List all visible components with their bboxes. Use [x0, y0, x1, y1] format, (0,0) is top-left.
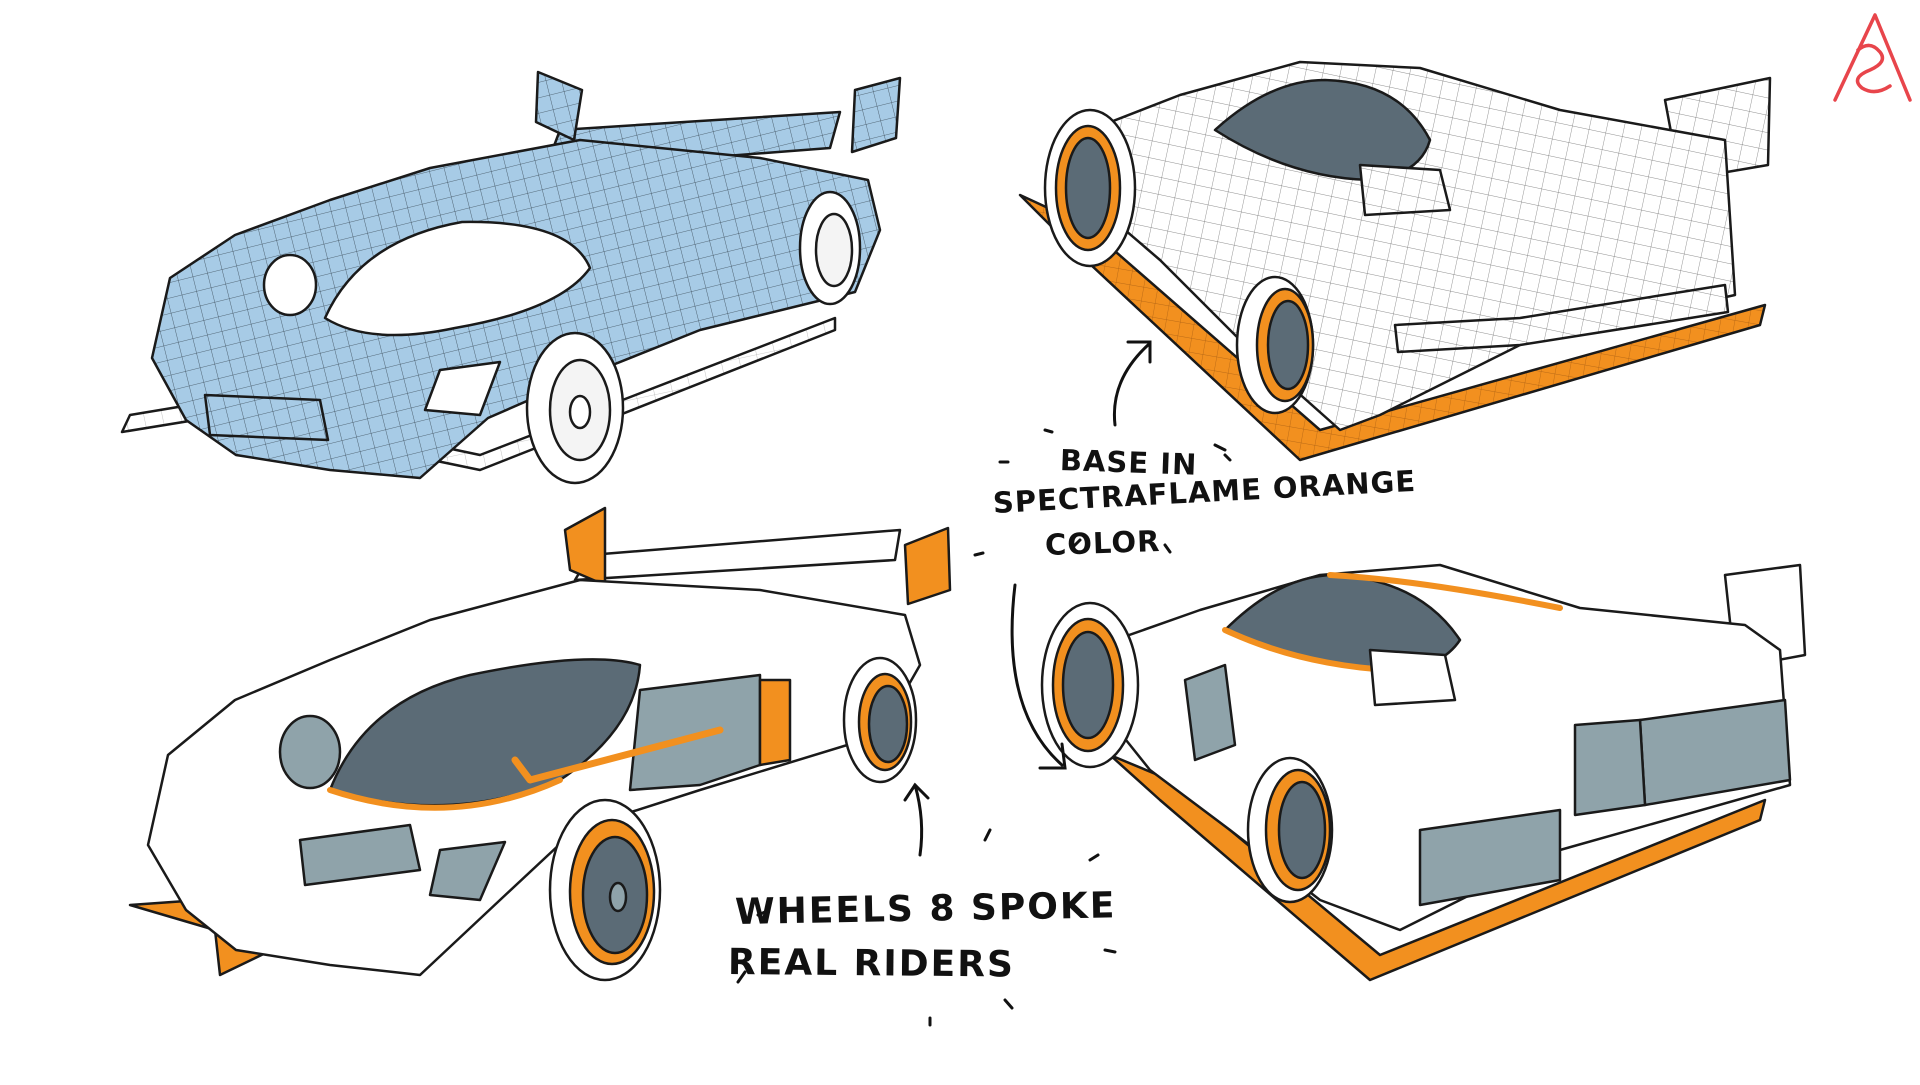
- car-wireframe-white-rear: [1018, 60, 1772, 462]
- car-livery-rear: [1040, 563, 1807, 982]
- car-livery-front: [128, 506, 952, 982]
- brand-logo-icon: [1833, 13, 1912, 102]
- note-wheels-line1: WHEELS 8 SPOKE: [734, 885, 1117, 933]
- arrow-to-livery-base: [1010, 583, 1064, 767]
- wing-endplate: [534, 70, 584, 142]
- wing-endplate: [850, 76, 902, 154]
- rear-diffuser: [1418, 808, 1562, 907]
- note-wheels-line2: REAL RIDERS: [727, 942, 1016, 986]
- annotation-strokes: [736, 340, 1232, 1027]
- front-wheel-far: [1043, 108, 1137, 268]
- canopy: [323, 220, 592, 337]
- arrow-to-base: [1112, 343, 1150, 427]
- front-wheel: [525, 331, 625, 485]
- rear-wheel-near: [1235, 275, 1315, 415]
- canopy: [1213, 78, 1432, 182]
- wing-endplate: [563, 506, 607, 587]
- arrow-to-wheel: [913, 783, 924, 857]
- rear-wheel: [798, 190, 862, 306]
- front-wheel-far: [1040, 601, 1140, 769]
- rear-wing: [573, 528, 902, 582]
- rear-wheel-near: [1246, 756, 1334, 904]
- spectraflame-base: [1018, 193, 1767, 462]
- wheel-arch: [262, 253, 318, 317]
- note-base-line3: COLOR: [1044, 523, 1161, 562]
- car-wireframe-blue-front: [120, 70, 902, 485]
- sidepod-intake: [628, 673, 762, 792]
- front-wheel: [548, 798, 662, 982]
- wing-endplate: [903, 526, 952, 606]
- rear-wheel: [842, 656, 918, 784]
